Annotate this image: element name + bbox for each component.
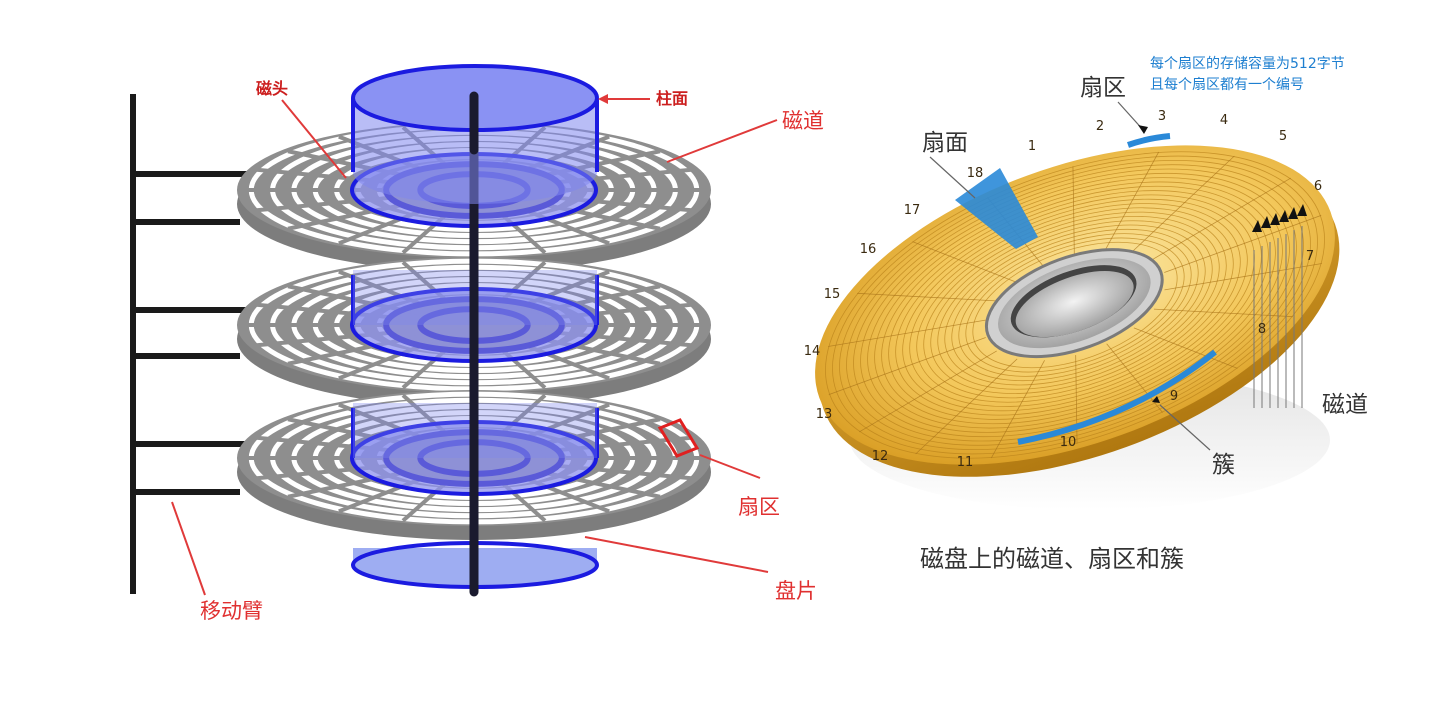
sector-number: 14 (804, 344, 821, 359)
cylinder-pointer (598, 94, 650, 104)
right-sector-label: 扇区 (1080, 75, 1126, 101)
sector-highlight-right (1128, 136, 1170, 145)
sector-number: 18 (967, 166, 984, 181)
head-label: 磁头 (256, 79, 288, 98)
platter-label: 盘片 (775, 579, 817, 603)
sector-number: 5 (1279, 129, 1287, 144)
sector-number: 8 (1258, 322, 1266, 337)
sector-note-line1: 每个扇区的存储容量为512字节 (1150, 55, 1345, 72)
cylinder (353, 66, 597, 204)
sector-number: 7 (1306, 249, 1314, 264)
sector-number: 6 (1314, 179, 1322, 194)
sector-label: 扇区 (738, 495, 780, 519)
sector-number: 13 (816, 407, 833, 422)
cluster-label: 簇 (1212, 452, 1235, 478)
track-label: 磁道 (782, 109, 824, 133)
surface-label: 扇面 (922, 130, 968, 156)
sector-number: 16 (860, 242, 877, 257)
moving-arm-label: 移动臂 (200, 599, 263, 623)
cylinder-label: 柱面 (656, 89, 688, 108)
sector-pointer-arrow (1138, 125, 1148, 134)
sector-number: 11 (957, 455, 974, 470)
sector-note-line2: 且每个扇区都有一个编号 (1150, 77, 1304, 93)
sector-number: 10 (1060, 435, 1077, 450)
sector-number: 1 (1028, 139, 1036, 154)
sector-number: 4 (1220, 113, 1228, 128)
sector-number: 9 (1170, 389, 1178, 404)
sector-number: 3 (1158, 109, 1166, 124)
right-track-label: 磁道 (1322, 392, 1368, 418)
sector-number: 12 (872, 449, 889, 464)
figure-caption: 磁盘上的磁道、扇区和簇 (920, 545, 1184, 573)
sector-number: 15 (824, 287, 841, 302)
sector-number: 2 (1096, 119, 1104, 134)
sector-number: 17 (904, 203, 921, 218)
platter-stack-diagram: 磁头 柱面 磁道 扇区 盘片 移动臂 (133, 66, 824, 623)
